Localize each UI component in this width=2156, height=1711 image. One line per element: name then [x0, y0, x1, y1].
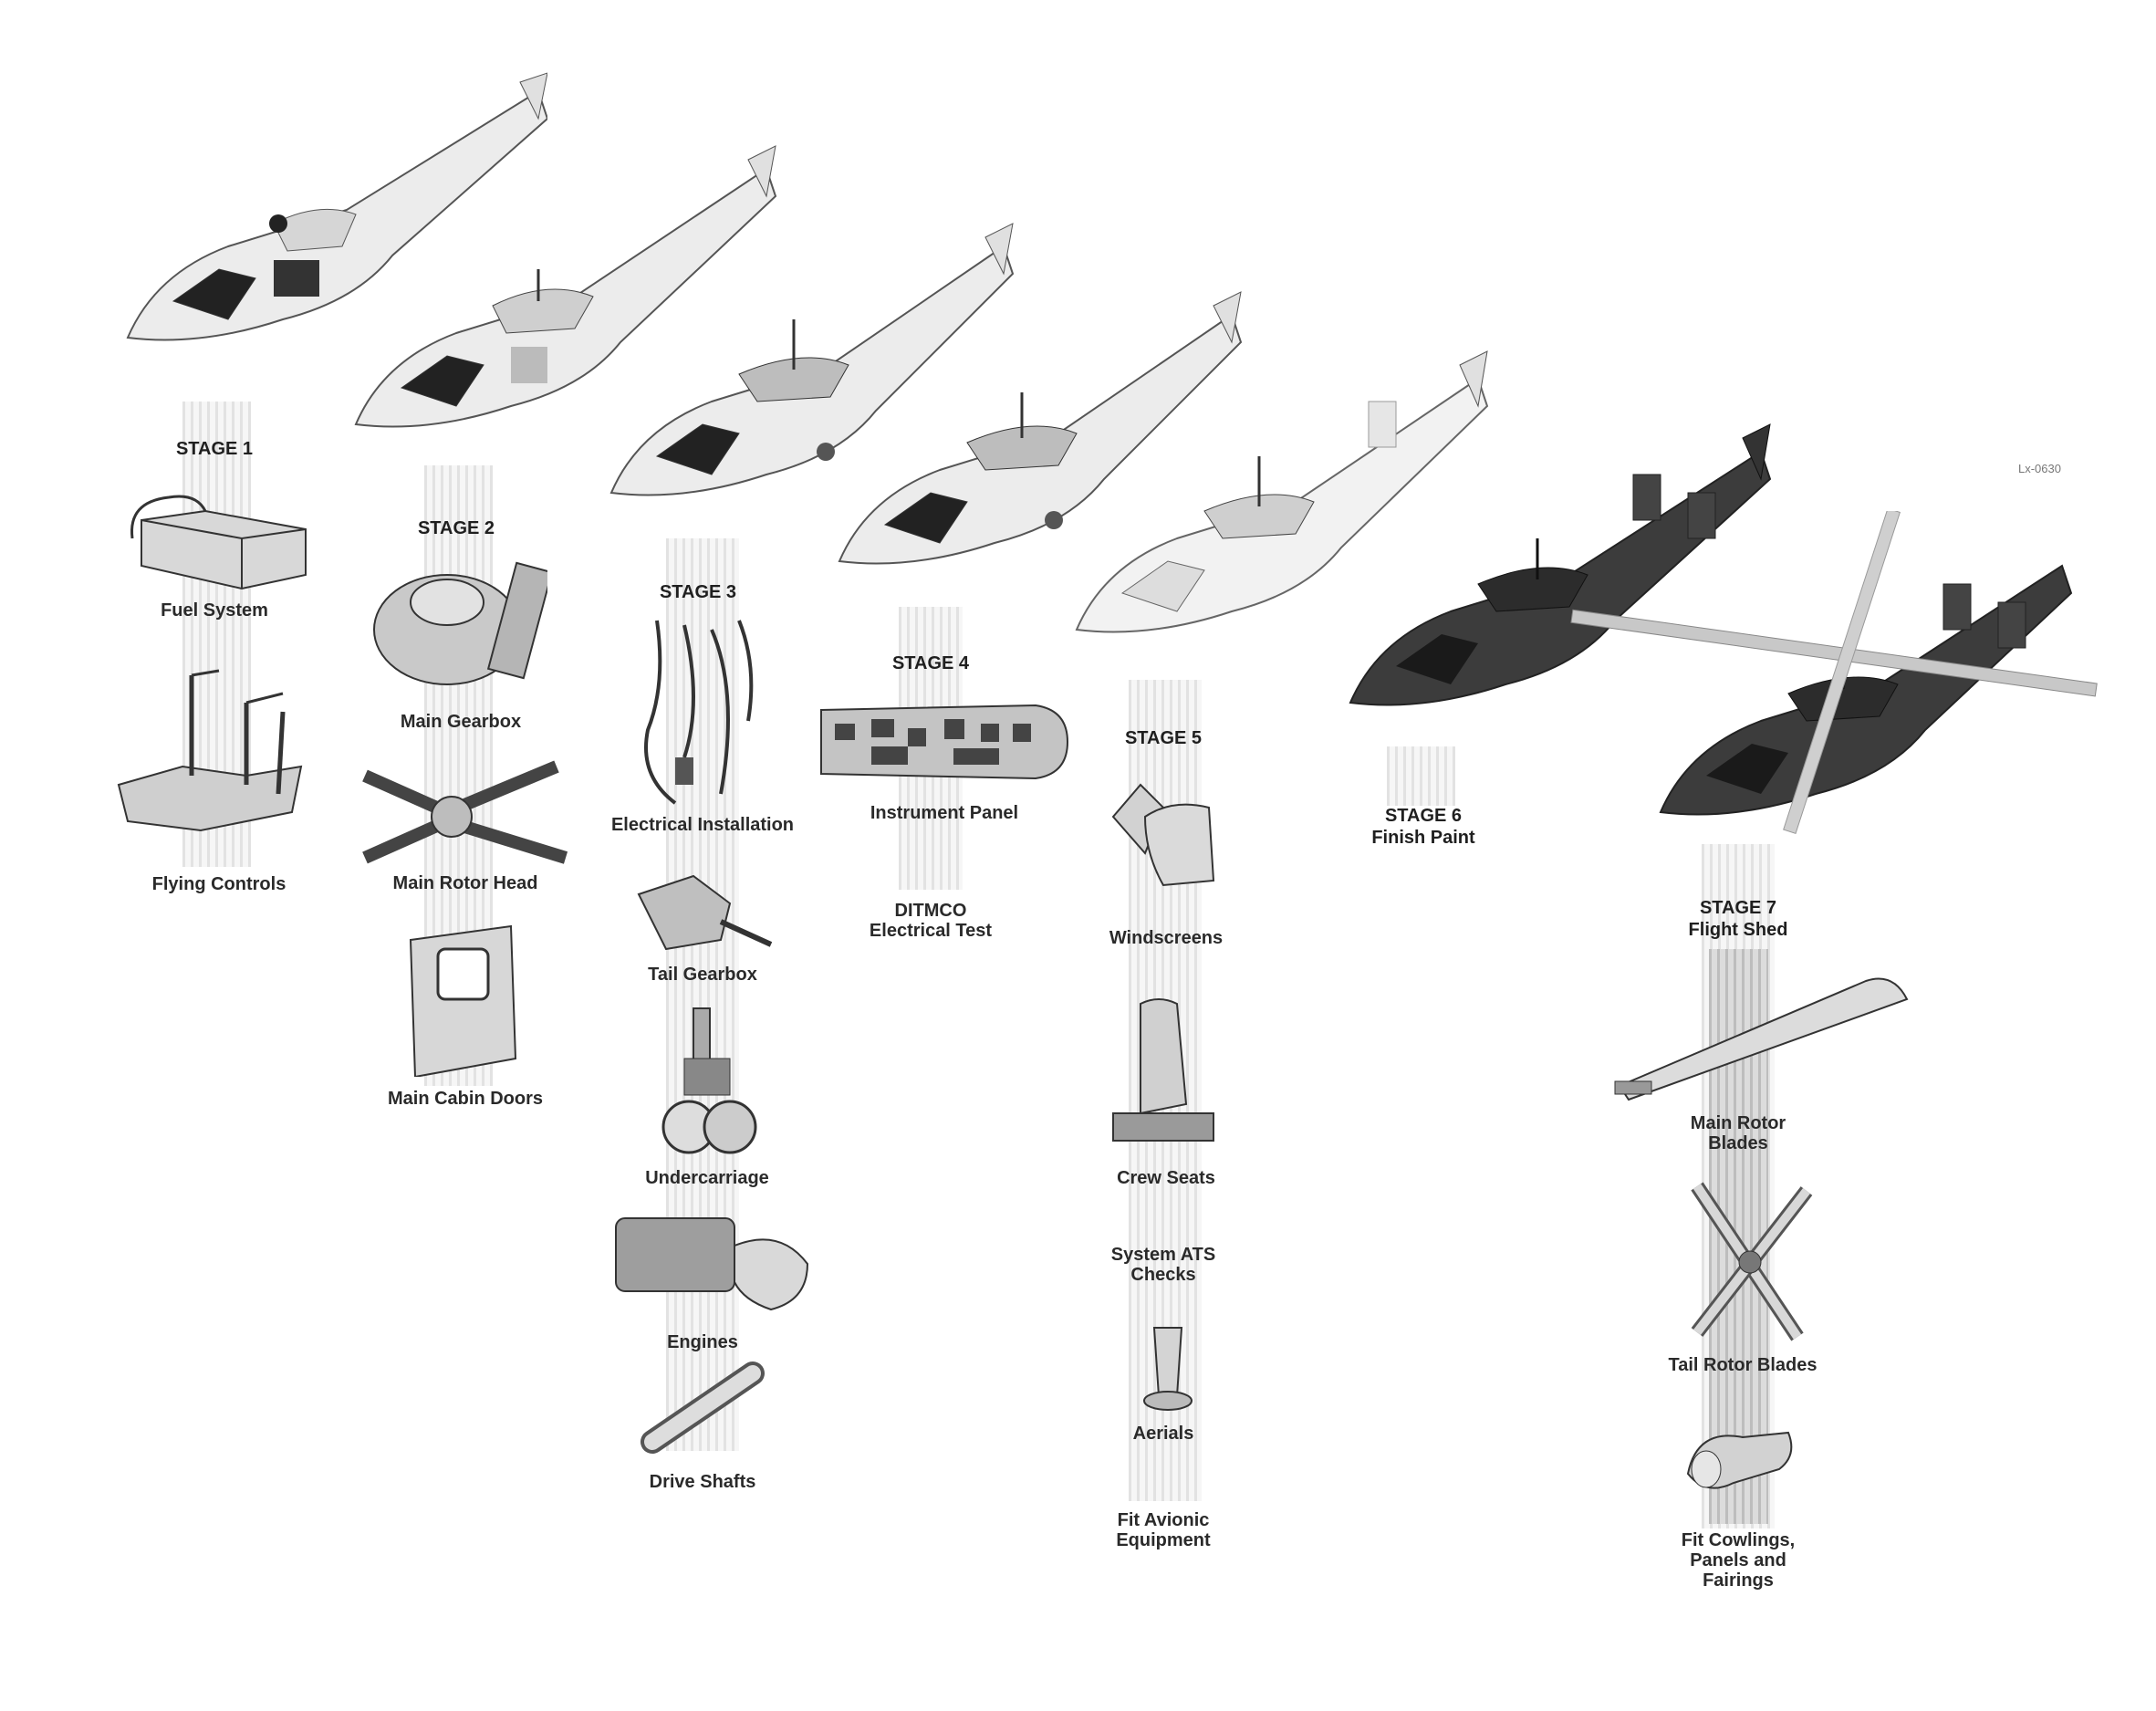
figure-code: Lx-0630 [2018, 462, 2061, 475]
helicopter-stage-3 [609, 223, 1015, 496]
instrument-panel-icon [820, 704, 1069, 780]
stage-6-title: STAGE 6 Finish Paint [1371, 806, 1475, 848]
helicopter-stage-2 [354, 145, 777, 428]
stage-5-title: STAGE 5 [1124, 728, 1203, 748]
item-system-ats-checks: System ATS Checks [1110, 1245, 1216, 1285]
item-fuel-system: Fuel System [161, 600, 268, 621]
main-cabin-doors-icon [409, 924, 517, 1077]
item-tail-rotor-blades: Tail Rotor Blades [1668, 1355, 1817, 1375]
item-engines: Engines [667, 1332, 738, 1352]
stage-7-title: STAGE 7 Flight Shed [1688, 898, 1788, 940]
item-flying-controls: Flying Controls [151, 874, 286, 894]
engines-icon [615, 1217, 809, 1311]
stage-1-title: STAGE 1 [175, 439, 254, 459]
item-crew-seats: Crew Seats [1117, 1168, 1215, 1188]
item-ditmco-electrical-test: DITMCO Electrical Test [869, 901, 993, 941]
electrical-installation-icon [644, 620, 754, 805]
windscreens-icon [1111, 783, 1215, 887]
aerials-icon [1143, 1327, 1193, 1411]
stage-3-title: STAGE 3 [659, 582, 737, 602]
crew-seats-icon [1112, 998, 1214, 1142]
flying-controls-icon [117, 669, 303, 832]
item-main-gearbox: Main Gearbox [400, 712, 522, 732]
item-main-rotor-blades: Main Rotor Blades [1690, 1113, 1786, 1153]
main-rotor-blades-icon [1614, 977, 1909, 1101]
helicopter-stage-1 [126, 72, 547, 341]
drive-shafts-icon [641, 1361, 765, 1454]
main-gearbox-icon [373, 561, 547, 685]
stage-2-title: STAGE 2 [417, 518, 495, 538]
item-instrument-panel: Instrument Panel [870, 803, 1019, 823]
item-electrical-installation: Electrical Installation [610, 815, 795, 835]
item-main-cabin-doors: Main Cabin Doors [387, 1089, 543, 1109]
item-fit-avionic-equipment: Fit Avionic Equipment [1116, 1510, 1211, 1550]
item-drive-shafts: Drive Shafts [649, 1472, 756, 1492]
item-windscreens: Windscreens [1109, 928, 1224, 948]
helicopter-stage-4 [838, 291, 1243, 565]
item-tail-gearbox: Tail Gearbox [648, 965, 757, 985]
undercarriage-icon [661, 1007, 757, 1154]
fit-cowlings-icon [1686, 1431, 1793, 1489]
helicopter-stage-5 [1075, 350, 1489, 633]
tail-gearbox-icon [637, 874, 773, 951]
stage-6-stripe [1387, 746, 1455, 806]
tail-rotor-blades-icon [1691, 1182, 1813, 1341]
fuel-system-icon [130, 495, 307, 590]
main-rotor-head-icon [362, 760, 568, 864]
item-undercarriage: Undercarriage [645, 1168, 769, 1188]
item-main-rotor-head: Main Rotor Head [392, 873, 538, 893]
stage-4-title: STAGE 4 [891, 653, 970, 673]
item-aerials: Aerials [1132, 1424, 1194, 1444]
helicopter-stage-6 [1349, 423, 1772, 706]
helicopter-stage-7 [1570, 511, 2098, 834]
item-fit-cowlings-panels-fairings: Fit Cowlings, Panels and Fairings [1681, 1530, 1796, 1591]
